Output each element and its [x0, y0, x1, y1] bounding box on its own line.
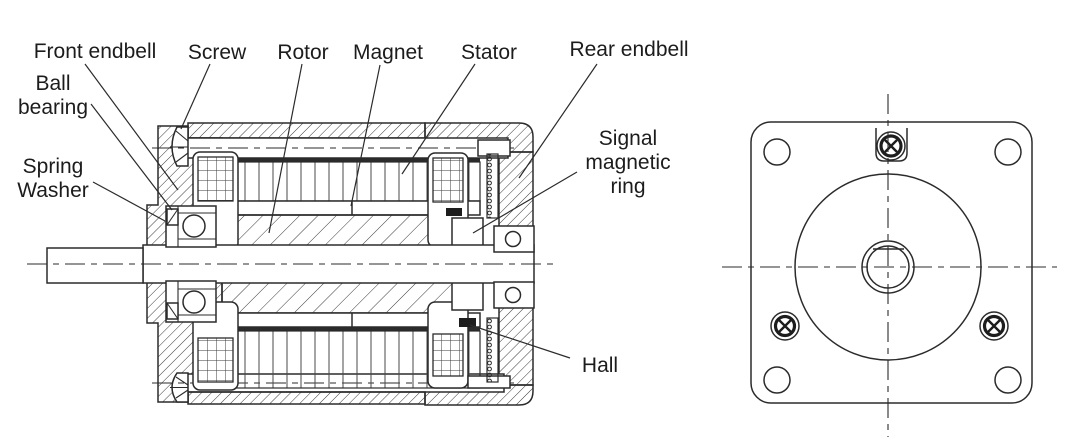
leader-ball-bearing [90, 103, 173, 211]
lower-right-screw [979, 311, 1009, 341]
leader-stator [401, 63, 476, 175]
top-screw [875, 128, 908, 162]
label-front-endbell: Front endbell [34, 40, 157, 63]
spring-washer [166, 208, 179, 320]
leader-screw [180, 63, 211, 130]
leader-spring-washer [92, 181, 166, 222]
rear-ball-bearing [493, 225, 535, 309]
label-hall: Hall [582, 354, 618, 377]
through-screw-top [152, 126, 516, 167]
winding-coil-bottom-right [427, 301, 469, 389]
rotor-core [221, 214, 456, 314]
label-ball-bearing-line2: bearing [18, 96, 88, 119]
label-magnet: Magnet [353, 41, 423, 64]
label-signal-ring-line2: magnetic [585, 151, 670, 174]
signal-magnetic-ring [451, 217, 484, 311]
leader-rotor [268, 63, 303, 234]
end-view [722, 94, 1057, 437]
leader-lines [84, 63, 598, 359]
label-rotor: Rotor [277, 41, 328, 64]
leader-hall [469, 324, 571, 359]
pcb-strip [486, 153, 499, 383]
winding-coil-bottom-left [192, 301, 239, 391]
label-spring-washer-line1: Spring [23, 155, 84, 178]
leader-rear-endbell [518, 63, 598, 179]
label-signal-ring-line1: Signal [599, 127, 657, 150]
leader-magnet [350, 64, 381, 207]
label-spring-washer-line2: Washer [17, 179, 89, 202]
label-rear-endbell: Rear endbell [569, 38, 688, 61]
hall-sensor [446, 208, 476, 327]
leader-front-endbell [84, 63, 179, 191]
label-stator: Stator [461, 41, 517, 64]
leader-signal-ring [472, 171, 578, 234]
flange-outline [750, 121, 1033, 404]
top-case-band [187, 122, 426, 139]
cross-section-view [27, 122, 556, 406]
labels: Front endbell Screw Rotor Magnet Stator … [17, 38, 688, 377]
label-screw: Screw [188, 41, 247, 64]
label-signal-ring-line3: ring [610, 175, 645, 198]
mounting-holes [763, 138, 1022, 394]
label-ball-bearing-line1: Ball [35, 72, 70, 95]
lower-left-screw [770, 311, 800, 341]
